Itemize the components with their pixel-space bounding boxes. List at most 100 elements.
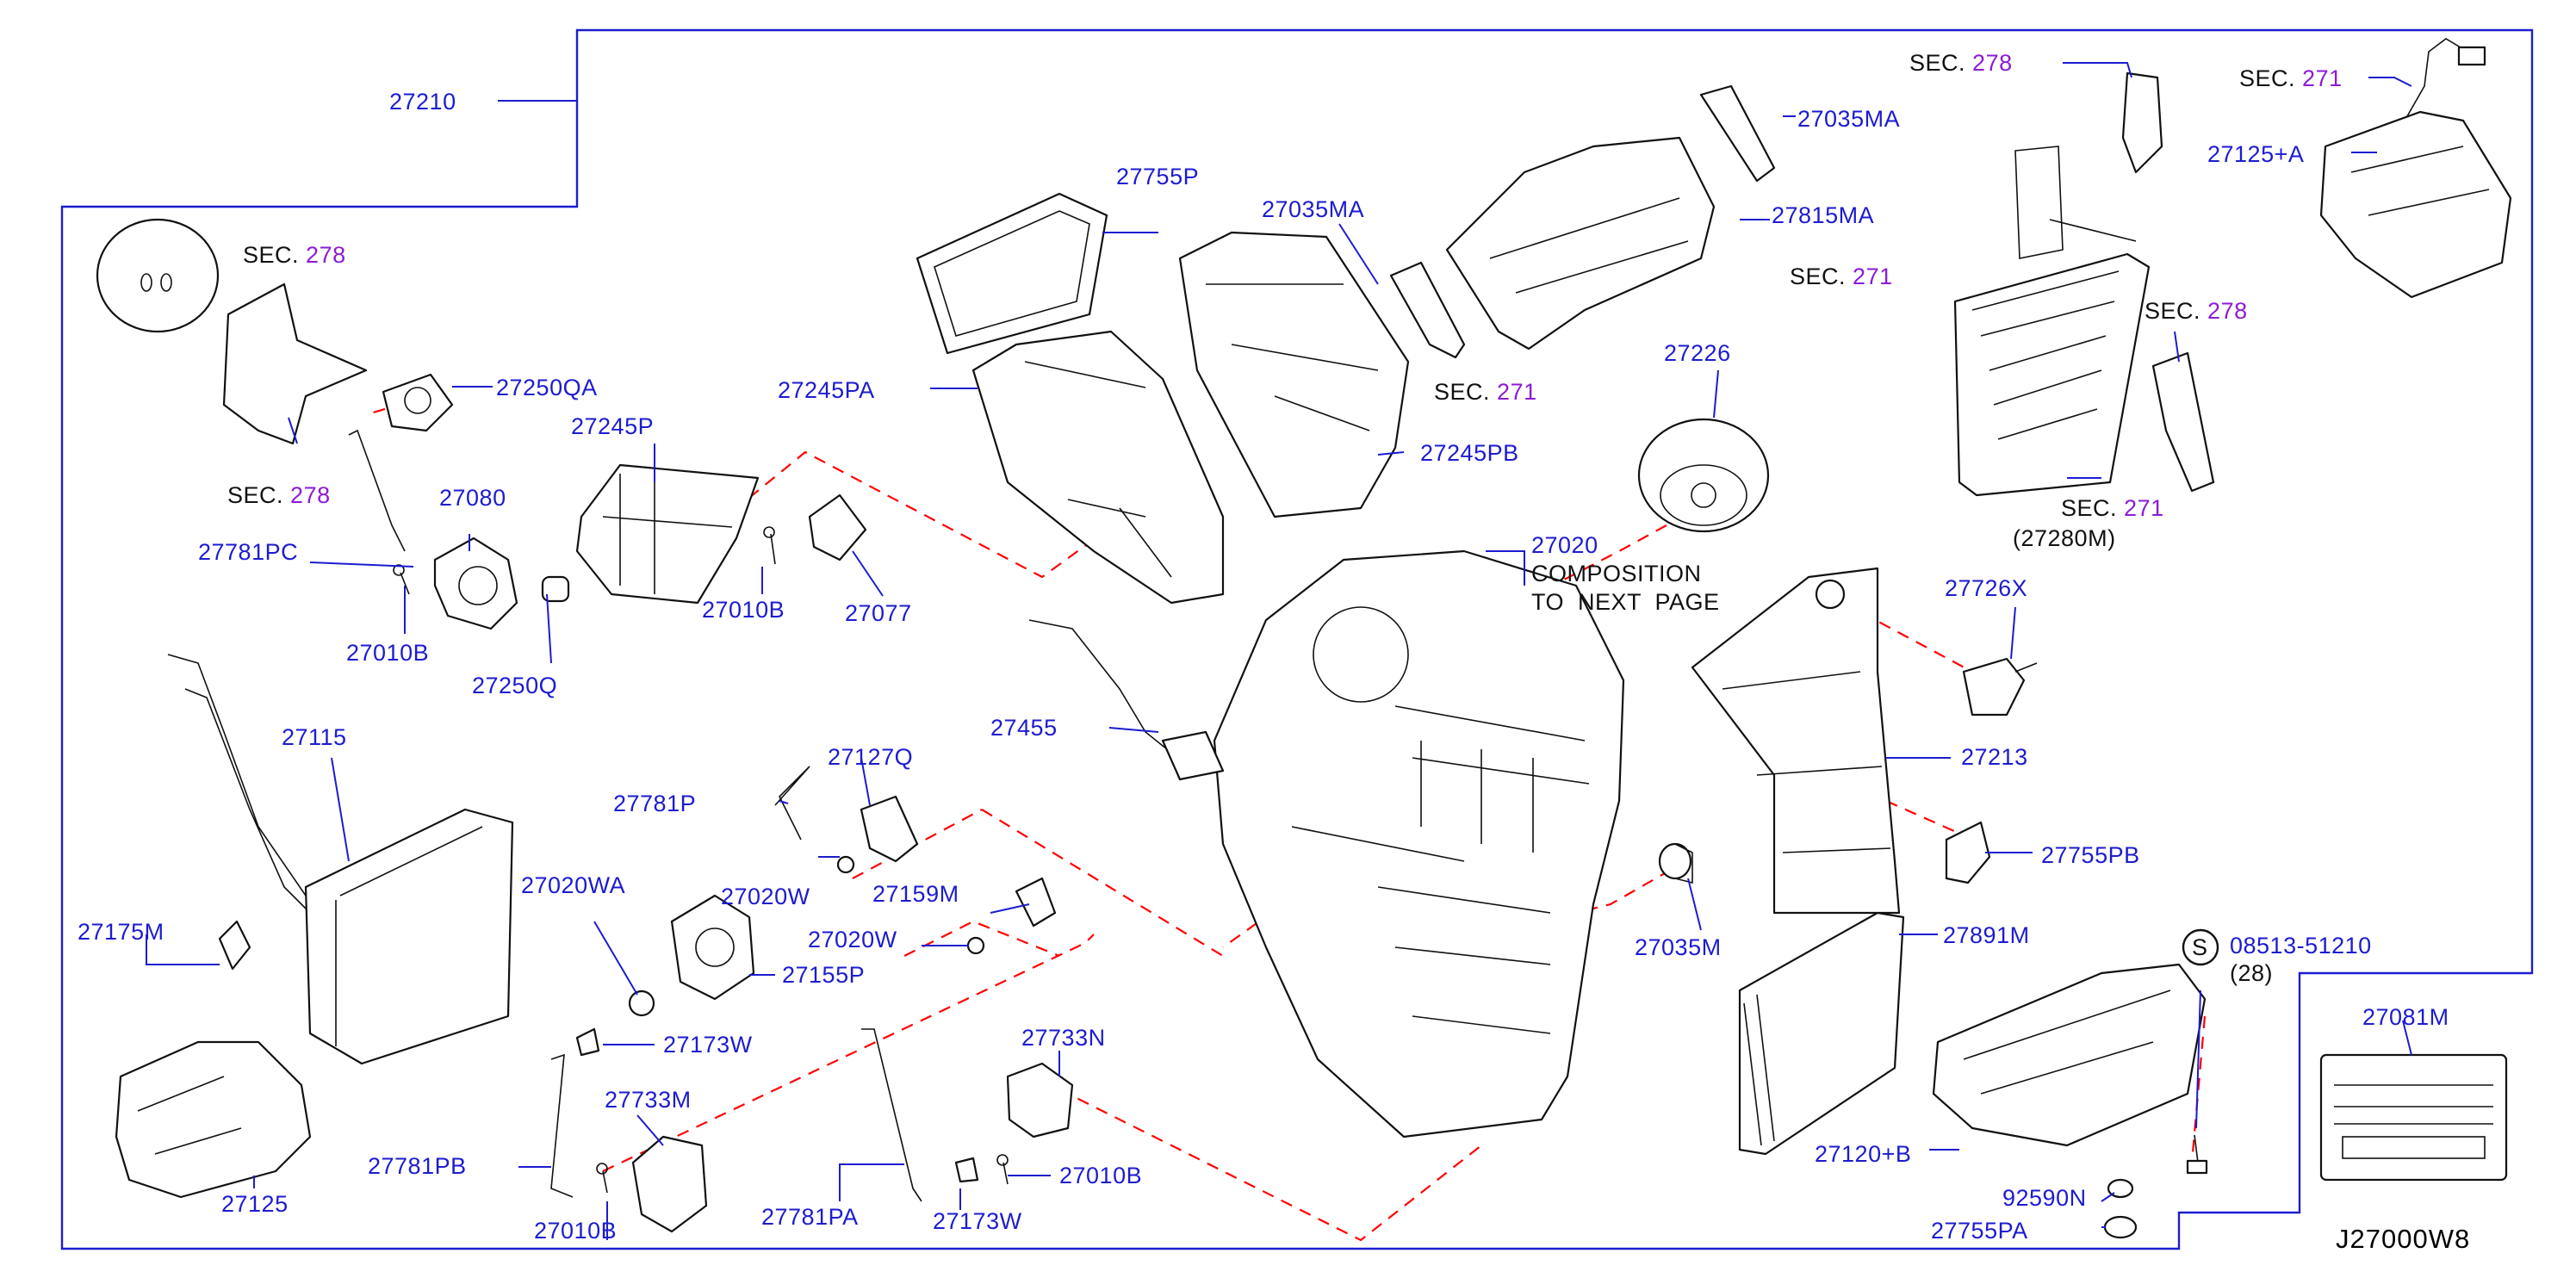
label-27781PC: 27781PC bbox=[198, 539, 299, 565]
motor-27080 bbox=[433, 537, 518, 630]
label-27125: 27125 bbox=[221, 1191, 289, 1217]
clip-27175M bbox=[218, 920, 251, 971]
label-27020: 27020 bbox=[1531, 532, 1598, 558]
sec-number: 271 bbox=[1497, 379, 1537, 405]
sec-ref-271-a: SEC. 271 bbox=[1790, 265, 1893, 288]
screw-symbol-s: S bbox=[2192, 934, 2208, 960]
case-27245PA bbox=[971, 330, 1225, 605]
screw-27010B-b bbox=[763, 526, 776, 565]
bracket-sec-278-right bbox=[2151, 351, 2215, 493]
label-27127Q: 27127Q bbox=[828, 744, 914, 770]
label-27781P: 27781P bbox=[613, 791, 697, 816]
label-27175M: 27175M bbox=[78, 919, 164, 945]
main-unit-27020 bbox=[1213, 549, 1625, 1138]
evaporator-27280M bbox=[1953, 146, 2151, 497]
label-27010B-a: 27010B bbox=[346, 640, 430, 666]
sec-prefix: SEC. bbox=[2239, 65, 2296, 91]
rod-27781P bbox=[774, 766, 810, 841]
label-sheet-27081M bbox=[2319, 1053, 2508, 1182]
clip-27173W-a bbox=[575, 1027, 600, 1057]
assembly-frame bbox=[60, 28, 2534, 1250]
sec-ref-278-c: SEC. 278 bbox=[1909, 52, 2013, 75]
note-composition: COMPOSITION bbox=[1531, 561, 1702, 586]
lever-27159M bbox=[1015, 877, 1057, 927]
label-27155P: 27155P bbox=[782, 962, 866, 988]
sec-number: 278 bbox=[2207, 298, 2248, 324]
label-27159M: 27159M bbox=[872, 881, 959, 907]
sec-prefix: SEC. bbox=[2061, 495, 2118, 521]
sec-ref-271-d: SEC. 271 bbox=[2061, 497, 2164, 520]
sec-number: 278 bbox=[1972, 50, 2013, 76]
label-27755PA: 27755PA bbox=[1931, 1218, 2028, 1244]
bushing-27250Q bbox=[541, 575, 570, 603]
label-27125A: 27125+A bbox=[2207, 141, 2305, 167]
motor-cap-part bbox=[96, 218, 220, 333]
sec-ref-278-a: SEC. 278 bbox=[243, 244, 346, 267]
label-27081M: 27081M bbox=[2362, 1004, 2449, 1030]
note-to-next-page: TO NEXT PAGE bbox=[1531, 589, 1720, 615]
washer-27020WA bbox=[628, 990, 655, 1017]
filter-27891M bbox=[1738, 911, 1905, 1156]
sec-prefix: SEC. bbox=[1909, 50, 1966, 76]
label-27020W-a: 27020W bbox=[721, 884, 810, 909]
label-27173W-b: 27173W bbox=[933, 1208, 1022, 1234]
label-92590N: 92590N bbox=[2002, 1185, 2087, 1211]
label-27035MA-b: 27035MA bbox=[1797, 106, 1901, 132]
actuator-27733M bbox=[631, 1135, 708, 1233]
sec-number: 271 bbox=[1853, 264, 1893, 289]
sec-number: 271 bbox=[2302, 65, 2343, 91]
strip-27035MA-a bbox=[1389, 261, 1466, 359]
blower-27226 bbox=[1637, 418, 1770, 533]
label-27245PA: 27245PA bbox=[778, 377, 875, 403]
duct-27125 bbox=[115, 1040, 312, 1199]
label-27213: 27213 bbox=[1961, 744, 2028, 770]
label-27010B-d: 27010B bbox=[1059, 1163, 1143, 1188]
label-08513-qty: (28) bbox=[2230, 960, 2274, 986]
screw-symbol-circle bbox=[2182, 928, 2219, 966]
gasket-27755P bbox=[916, 192, 1108, 355]
washer-27020W-a bbox=[836, 855, 855, 874]
label-27250QA: 27250QA bbox=[496, 375, 598, 400]
clip-27173W-b bbox=[954, 1157, 979, 1183]
label-27250Q: 27250Q bbox=[472, 673, 558, 698]
sec-ref-271-c: SEC. 271 bbox=[2239, 67, 2343, 90]
sec-ref-278-d: SEC. 278 bbox=[2145, 300, 2248, 323]
lever-27127Q bbox=[860, 795, 919, 863]
sec-prefix: SEC. bbox=[1434, 379, 1491, 405]
pipe-27455-end bbox=[1161, 730, 1225, 781]
sec-number: 278 bbox=[306, 242, 346, 268]
leader-lines bbox=[146, 62, 2412, 1240]
label-27726X: 27726X bbox=[1945, 575, 2028, 601]
label-27020WA: 27020WA bbox=[521, 872, 626, 898]
diagram-code: J27000W8 bbox=[2336, 1224, 2471, 1254]
case-27213 bbox=[1691, 567, 1901, 915]
sec-prefix: SEC. bbox=[2145, 298, 2201, 324]
actuator-27250QA bbox=[382, 373, 454, 432]
duct-cover-part bbox=[222, 282, 368, 445]
sec-ref-271-b: SEC. 271 bbox=[1434, 381, 1537, 404]
sec-prefix: SEC. bbox=[243, 242, 300, 268]
label-27020W-b: 27020W bbox=[808, 927, 897, 952]
label-27077: 27077 bbox=[845, 600, 912, 626]
bracket-sec-278-top bbox=[2121, 71, 2163, 174]
label-27035M: 27035M bbox=[1635, 934, 1722, 960]
actuator-27155P bbox=[670, 894, 755, 1001]
label-27245PB: 27245PB bbox=[1420, 440, 1519, 466]
screw-27010B-a bbox=[393, 564, 410, 595]
unit-27125A bbox=[2319, 38, 2512, 299]
sec-prefix: SEC. bbox=[227, 482, 284, 508]
actuator-27077 bbox=[808, 493, 867, 561]
actuator-27733N bbox=[1006, 1062, 1074, 1138]
label-27210: 27210 bbox=[389, 89, 456, 115]
sec-prefix: SEC. bbox=[1790, 264, 1847, 289]
case-27245PB bbox=[1178, 231, 1410, 518]
frame-27245P bbox=[575, 463, 760, 605]
heater-core-27115 bbox=[167, 654, 514, 1065]
pipe-27455 bbox=[1028, 619, 1189, 767]
label-27080: 27080 bbox=[439, 485, 506, 511]
seal-27035M bbox=[1658, 842, 1693, 884]
sec-ref-278-b: SEC. 278 bbox=[227, 484, 331, 507]
label-27733M: 27733M bbox=[605, 1087, 692, 1113]
valve-27726X bbox=[1962, 657, 2038, 717]
label-08513-51210: 08513-51210 bbox=[2230, 933, 2372, 958]
